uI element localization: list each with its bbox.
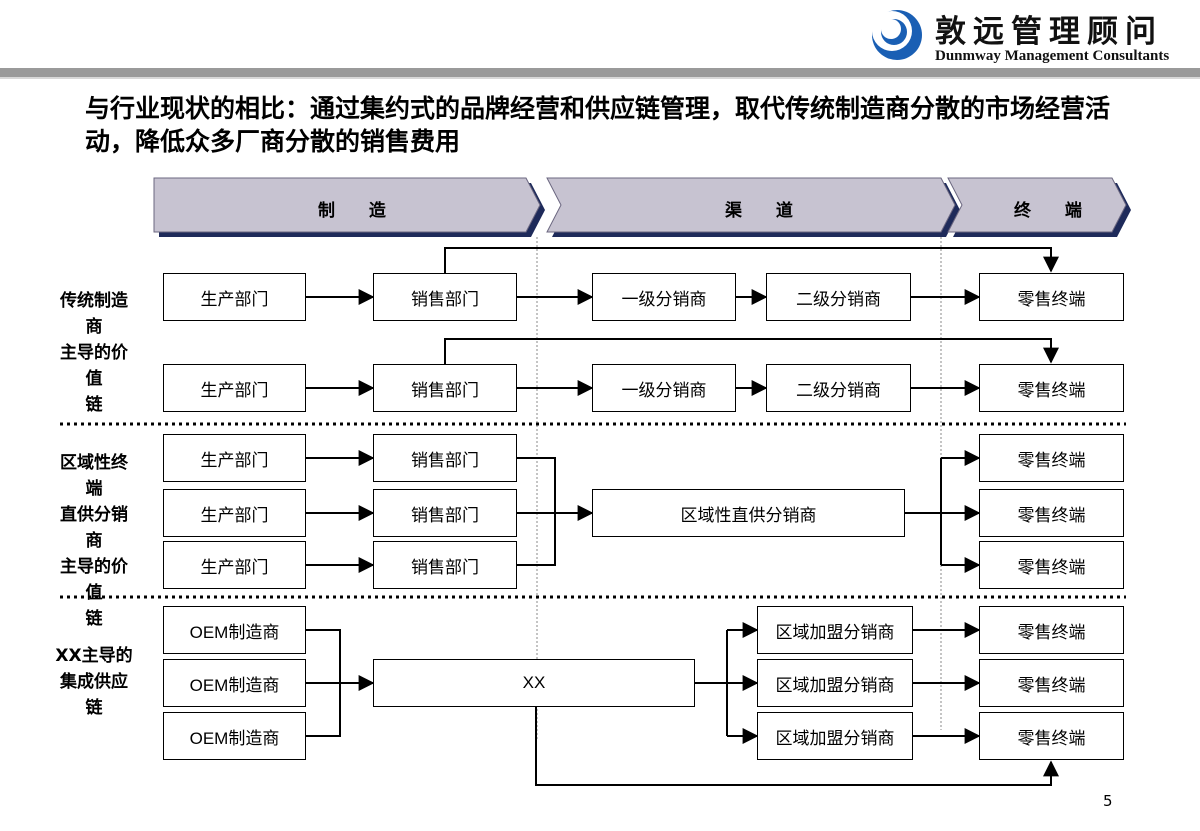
box-production-dept: 生产部门 — [163, 434, 306, 482]
box-oem-manufacturer: OEM制造商 — [163, 606, 306, 654]
phase-banner-terminal — [947, 177, 1131, 237]
phase-label-manufacturing: 制 造 — [318, 201, 400, 221]
box-retail-terminal: 零售终端 — [979, 659, 1124, 707]
box-xx-hub: XX — [373, 659, 695, 707]
box-regional-franchise-distributor: 区域加盟分销商 — [757, 606, 913, 654]
phase-banner-manufacturing — [153, 177, 545, 237]
slide-title: 与行业现状的相比：通过集约式的品牌经营和供应链管理，取代传统制造商分散的市场经营… — [85, 94, 1111, 156]
section-label-xx: XX主导的集成供应链 — [55, 646, 133, 718]
brand-name-cn: 敦远管理顾问 — [935, 14, 1163, 50]
box-production-dept: 生产部门 — [163, 364, 306, 412]
box-sales-dept: 销售部门 — [373, 434, 517, 482]
logo-icon — [872, 10, 922, 60]
box-retail-terminal: 零售终端 — [979, 273, 1124, 321]
box-production-dept: 生产部门 — [163, 273, 306, 321]
box-sales-dept: 销售部门 — [373, 541, 517, 589]
phase-label-terminal: 终 端 — [1014, 201, 1096, 221]
box-retail-terminal: 零售终端 — [979, 712, 1124, 760]
header-divider — [0, 68, 1200, 77]
phase-label-channel: 渠 道 — [725, 201, 807, 221]
box-regional-franchise-distributor: 区域加盟分销商 — [757, 659, 913, 707]
box-retail-terminal: 零售终端 — [979, 434, 1124, 482]
box-retail-terminal: 零售终端 — [979, 541, 1124, 589]
box-oem-manufacturer: OEM制造商 — [163, 659, 306, 707]
box-tier2-distributor: 二级分销商 — [766, 364, 911, 412]
box-regional-direct-distributor: 区域性直供分销商 — [592, 489, 905, 537]
page-number: 5 — [1103, 792, 1113, 810]
section-label-regional: 区域性终端直供分销商主导的价值链 — [60, 453, 128, 629]
box-retail-terminal: 零售终端 — [979, 606, 1124, 654]
box-production-dept: 生产部门 — [163, 541, 306, 589]
box-tier1-distributor: 一级分销商 — [592, 273, 736, 321]
box-retail-terminal: 零售终端 — [979, 489, 1124, 537]
box-production-dept: 生产部门 — [163, 489, 306, 537]
header-divider-light — [0, 77, 1200, 79]
box-sales-dept: 销售部门 — [373, 489, 517, 537]
box-oem-manufacturer: OEM制造商 — [163, 712, 306, 760]
box-regional-franchise-distributor: 区域加盟分销商 — [757, 712, 913, 760]
box-sales-dept: 销售部门 — [373, 364, 517, 412]
brand-name-en: Dunmway Management Consultants — [935, 48, 1170, 64]
box-tier2-distributor: 二级分销商 — [766, 273, 911, 321]
phase-banner-channel — [546, 177, 960, 237]
box-retail-terminal: 零售终端 — [979, 364, 1124, 412]
section-label-traditional: 传统制造商主导的价值链 — [60, 291, 128, 415]
box-tier1-distributor: 一级分销商 — [592, 364, 736, 412]
box-sales-dept: 销售部门 — [373, 273, 517, 321]
